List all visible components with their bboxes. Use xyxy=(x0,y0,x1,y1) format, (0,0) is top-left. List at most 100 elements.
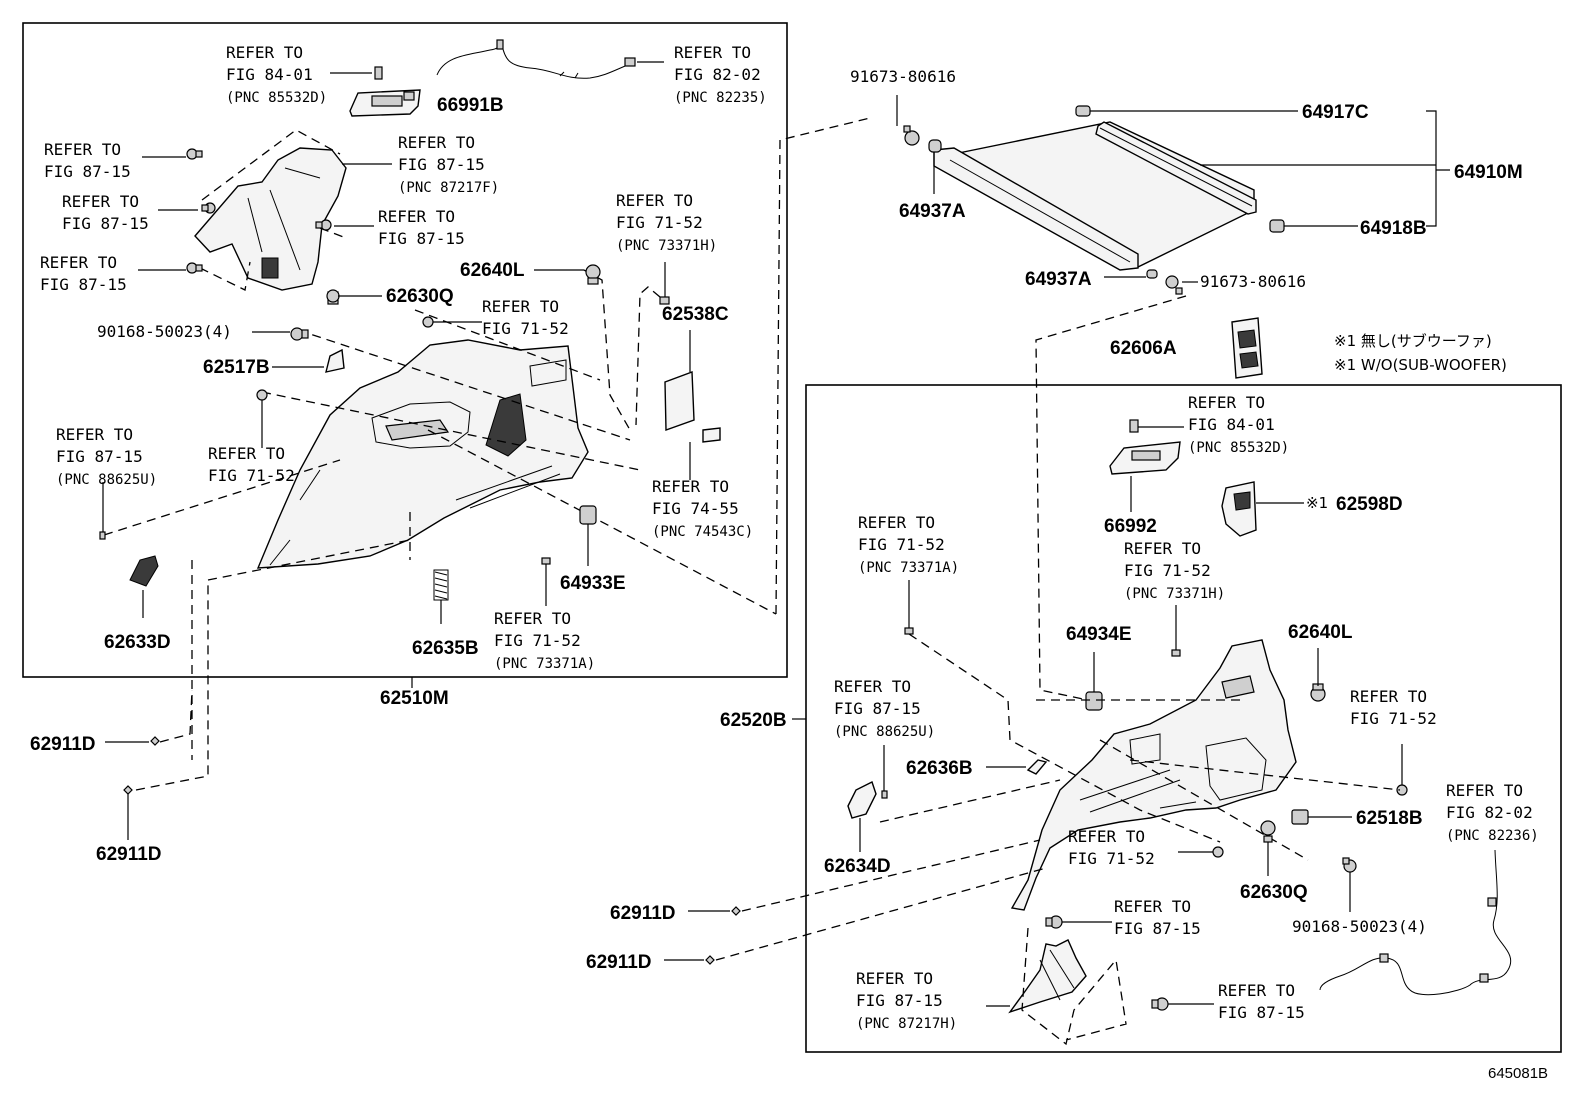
refer-r21-line-2: FIG 87-15 xyxy=(1114,919,1201,938)
label-62634d: 62634D xyxy=(824,856,891,877)
switch-housing-66992-part xyxy=(1109,441,1181,475)
refer-r15-line-2: FIG 71-52 xyxy=(858,535,945,554)
note-jp: ※1 無し(サブウーファ) xyxy=(1334,332,1492,350)
label-64918b: 64918B xyxy=(1360,218,1427,239)
clip-62911d-c-part xyxy=(731,906,741,916)
clip-88625u-right-part xyxy=(881,790,888,799)
bracket-62518b-part xyxy=(1291,809,1309,825)
refer-r17-line-1: REFER TO xyxy=(834,677,911,696)
bracket-62517b-part xyxy=(325,348,345,373)
bolt-right-bracket-b-part xyxy=(1151,997,1169,1011)
refer-r22-line-3: (PNC 87217H) xyxy=(856,1016,957,1032)
endcap-64917c-part xyxy=(1075,105,1091,117)
refer-r14-line-3: (PNC 85532D) xyxy=(1188,440,1289,456)
label-62598d-mark: ※1 xyxy=(1306,494,1328,512)
refer-r8-line-1: REFER TO xyxy=(616,191,693,210)
clip-84-01-right-part xyxy=(1129,419,1139,433)
cover-62538c-part xyxy=(664,371,721,443)
refer-r11-line-2: FIG 71-52 xyxy=(208,466,295,485)
label-90168-left: 90168-50023(4) xyxy=(97,322,232,341)
clip-73371a-right-part xyxy=(904,627,914,635)
refer-r12-line-1: REFER TO xyxy=(652,477,729,496)
label-64937a-b: 64937A xyxy=(1025,269,1092,290)
label-62635b: 62635B xyxy=(412,638,479,659)
refer-r4-line-3: (PNC 87217F) xyxy=(398,180,499,196)
refer-r11-line-1: REFER TO xyxy=(208,444,285,463)
clip-73371h-left-part xyxy=(659,296,670,305)
label-62911d-d: 62911D xyxy=(586,952,652,973)
refer-r10-line-1: REFER TO xyxy=(56,425,133,444)
label-62640l-left: 62640L xyxy=(460,260,525,281)
label-64934e: 64934E xyxy=(1066,624,1132,645)
label-62538c: 62538C xyxy=(662,304,729,325)
refer-r7-line-1: REFER TO xyxy=(40,253,117,272)
label-62598d: 62598D xyxy=(1336,494,1403,515)
figure-id: 645081B xyxy=(1488,1065,1548,1082)
refer-r10-line-3: (PNC 88625U) xyxy=(56,472,157,488)
refer-r1-line-3: (PNC 85532D) xyxy=(226,90,327,106)
clip-71-52-left-a-part xyxy=(256,389,268,401)
clip-84-01-left-part xyxy=(374,66,383,80)
label-62911d-b: 62911D xyxy=(96,844,162,865)
label-62630q-left: 62630Q xyxy=(386,286,454,307)
refer-r12-line-2: FIG 74-55 xyxy=(652,499,739,518)
trim-bracket-87217h-part xyxy=(1008,939,1087,1014)
quarter-trim-panel-left-part xyxy=(256,339,589,569)
left-group-frame xyxy=(22,22,788,678)
label-62633d: 62633D xyxy=(104,632,171,653)
bolt-left-4-part xyxy=(315,219,332,231)
bolt-left-1-part xyxy=(186,148,203,160)
clip-64934e-part xyxy=(1085,691,1103,711)
refer-r14-line-2: FIG 84-01 xyxy=(1188,415,1275,434)
clip-62640l-right-part xyxy=(1310,683,1326,702)
label-62636b: 62636B xyxy=(906,758,973,779)
refer-r5-line-2: FIG 87-15 xyxy=(62,214,149,233)
refer-r20-line-3: (PNC 82236) xyxy=(1446,828,1539,844)
refer-r8-line-3: (PNC 73371H) xyxy=(616,238,717,254)
refer-r16-line-2: FIG 71-52 xyxy=(1124,561,1211,580)
label-62517b: 62517B xyxy=(203,357,270,378)
label-64937a-a: 64937A xyxy=(899,201,966,222)
label-62911d-c: 62911D xyxy=(610,903,676,924)
screw-90168-right-part xyxy=(1342,857,1357,873)
bolt-91673-a-part xyxy=(903,125,920,146)
refer-r23-line-1: REFER TO xyxy=(1218,981,1295,1000)
label-91673-b: 91673-80616 xyxy=(1200,272,1306,291)
label-90168-right: 90168-50023(4) xyxy=(1292,917,1427,936)
label-62630q-right: 62630Q xyxy=(1240,882,1308,903)
clip-88625u-left-part xyxy=(99,531,106,540)
refer-r13-line-3: (PNC 73371A) xyxy=(494,656,595,672)
label-64910m: 64910M xyxy=(1454,162,1523,183)
refer-r6-line-1: REFER TO xyxy=(378,207,455,226)
refer-r16-line-1: REFER TO xyxy=(1124,539,1201,558)
refer-r18-line-2: FIG 71-52 xyxy=(1350,709,1437,728)
bolt-62630q-right-part xyxy=(1260,820,1276,843)
refer-r2-line-2: FIG 82-02 xyxy=(674,65,761,84)
tonneau-cover-64910m-part xyxy=(933,121,1257,271)
refer-r1-line-1: REFER TO xyxy=(226,43,303,62)
clip-64933e-part xyxy=(579,505,597,525)
refer-r4-line-1: REFER TO xyxy=(398,133,475,152)
clip-71-52-right-b-part xyxy=(1212,846,1224,858)
refer-r23-line-2: FIG 87-15 xyxy=(1218,1003,1305,1022)
label-64917c: 64917C xyxy=(1302,102,1369,123)
refer-r9-line-2: FIG 71-52 xyxy=(482,319,569,338)
refer-r3-line-1: REFER TO xyxy=(44,140,121,159)
bolt-left-2-part xyxy=(201,202,216,214)
note-en: ※1 W/O(SUB-WOOFER) xyxy=(1334,356,1507,374)
quarter-trim-panel-right-part xyxy=(1010,639,1297,911)
bolt-right-bracket-a-part xyxy=(1045,915,1063,929)
refer-r5-line-1: REFER TO xyxy=(62,192,139,211)
refer-r13-line-1: REFER TO xyxy=(494,609,571,628)
wire-harness-82235-part xyxy=(436,39,636,79)
refer-r17-line-2: FIG 87-15 xyxy=(834,699,921,718)
vent-62606a-part xyxy=(1231,317,1263,379)
label-62640l-right: 62640L xyxy=(1288,622,1353,643)
refer-r17-line-3: (PNC 88625U) xyxy=(834,724,935,740)
clip-62911d-d-part xyxy=(705,955,715,965)
refer-r2-line-3: (PNC 82235) xyxy=(674,90,767,106)
refer-r12-line-3: (PNC 74543C) xyxy=(652,524,753,540)
refer-r10-line-2: FIG 87-15 xyxy=(56,447,143,466)
bolt-left-3-part xyxy=(186,262,203,274)
